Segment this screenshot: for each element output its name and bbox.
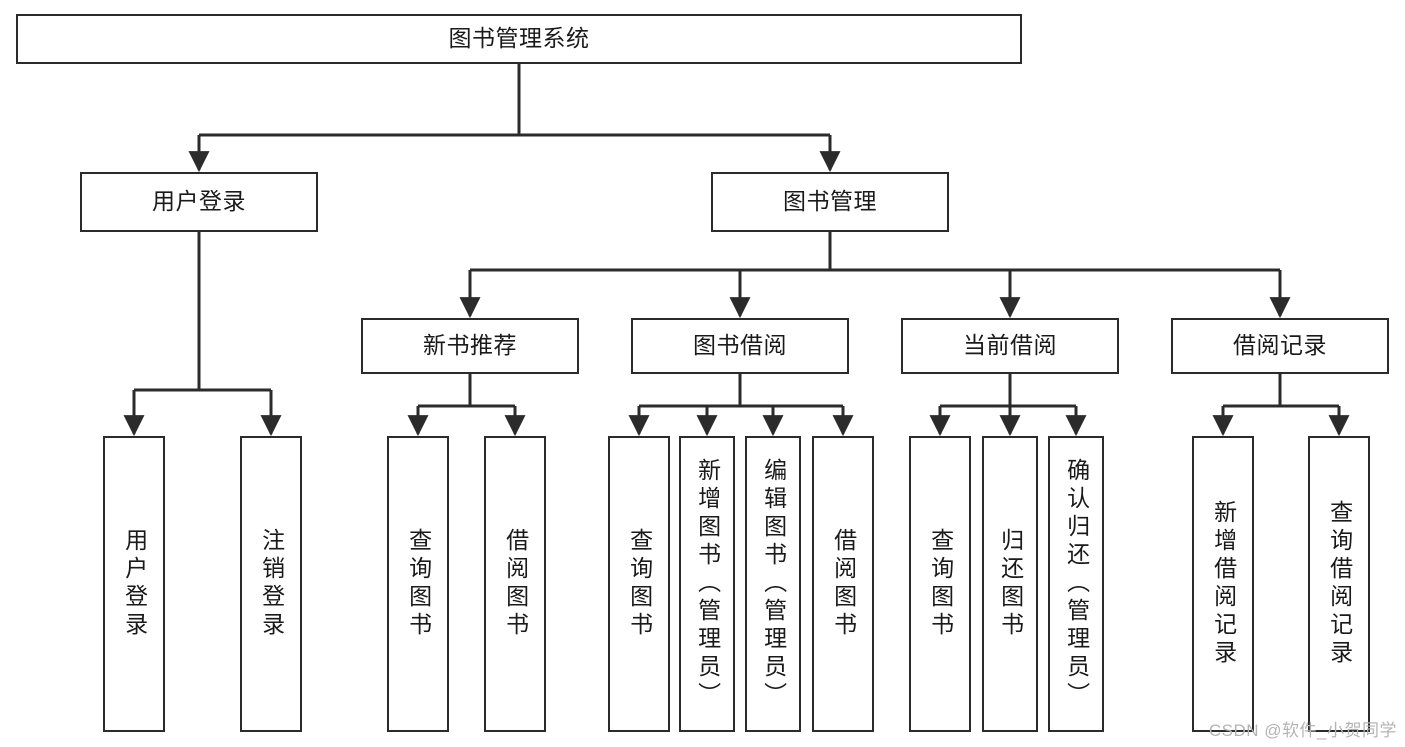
node-root-label: 图书管理系统	[448, 25, 590, 52]
node-leaf-confirm-return[interactable]: 确认归还（管理员）	[1048, 436, 1104, 732]
node-root[interactable]: 图书管理系统	[16, 14, 1022, 64]
node-current-borrow[interactable]: 当前借阅	[901, 318, 1119, 374]
node-user-login[interactable]: 用户登录	[80, 172, 318, 232]
node-new-book-recommend-label: 新书推荐	[423, 332, 517, 359]
node-borrow-record[interactable]: 借阅记录	[1171, 318, 1389, 374]
node-leaf-borrow-book-2-label: 借阅图书	[830, 528, 857, 640]
node-current-borrow-label: 当前借阅	[963, 332, 1057, 359]
node-book-manage[interactable]: 图书管理	[711, 172, 949, 232]
csdn-watermark: CSDN @软件_小贺同学	[1208, 721, 1397, 740]
node-book-borrow-label: 图书借阅	[693, 332, 787, 359]
node-leaf-query-book-3[interactable]: 查询图书	[909, 436, 971, 732]
node-leaf-add-book-label: 新增图书（管理员）	[694, 458, 721, 710]
node-leaf-query-record-label: 查询借阅记录	[1326, 500, 1353, 668]
node-leaf-borrow-book-2[interactable]: 借阅图书	[812, 436, 874, 732]
node-leaf-user-login[interactable]: 用户登录	[103, 436, 165, 732]
node-leaf-query-book-2-label: 查询图书	[626, 528, 653, 640]
node-leaf-query-book-1-label: 查询图书	[405, 528, 432, 640]
node-leaf-logout-label: 注销登录	[258, 528, 285, 640]
node-leaf-query-book-2[interactable]: 查询图书	[608, 436, 670, 732]
node-leaf-query-record[interactable]: 查询借阅记录	[1308, 436, 1370, 732]
node-leaf-borrow-book-1-label: 借阅图书	[502, 528, 529, 640]
node-leaf-add-record[interactable]: 新增借阅记录	[1192, 436, 1254, 732]
node-leaf-logout[interactable]: 注销登录	[240, 436, 302, 732]
node-leaf-add-record-label: 新增借阅记录	[1210, 500, 1237, 668]
node-leaf-edit-book-label: 编辑图书（管理员）	[760, 458, 787, 710]
node-leaf-user-login-label: 用户登录	[121, 528, 148, 640]
node-leaf-edit-book[interactable]: 编辑图书（管理员）	[745, 436, 801, 732]
node-book-manage-label: 图书管理	[783, 188, 877, 215]
node-leaf-return-book-label: 归还图书	[997, 528, 1024, 640]
node-leaf-return-book[interactable]: 归还图书	[982, 436, 1038, 732]
node-borrow-record-label: 借阅记录	[1233, 332, 1327, 359]
node-user-login-label: 用户登录	[152, 188, 246, 215]
node-leaf-add-book[interactable]: 新增图书（管理员）	[679, 436, 735, 732]
node-leaf-query-book-1[interactable]: 查询图书	[387, 436, 449, 732]
node-leaf-confirm-return-label: 确认归还（管理员）	[1063, 458, 1090, 710]
node-new-book-recommend[interactable]: 新书推荐	[361, 318, 579, 374]
node-book-borrow[interactable]: 图书借阅	[631, 318, 849, 374]
node-leaf-query-book-3-label: 查询图书	[927, 528, 954, 640]
node-leaf-borrow-book-1[interactable]: 借阅图书	[484, 436, 546, 732]
